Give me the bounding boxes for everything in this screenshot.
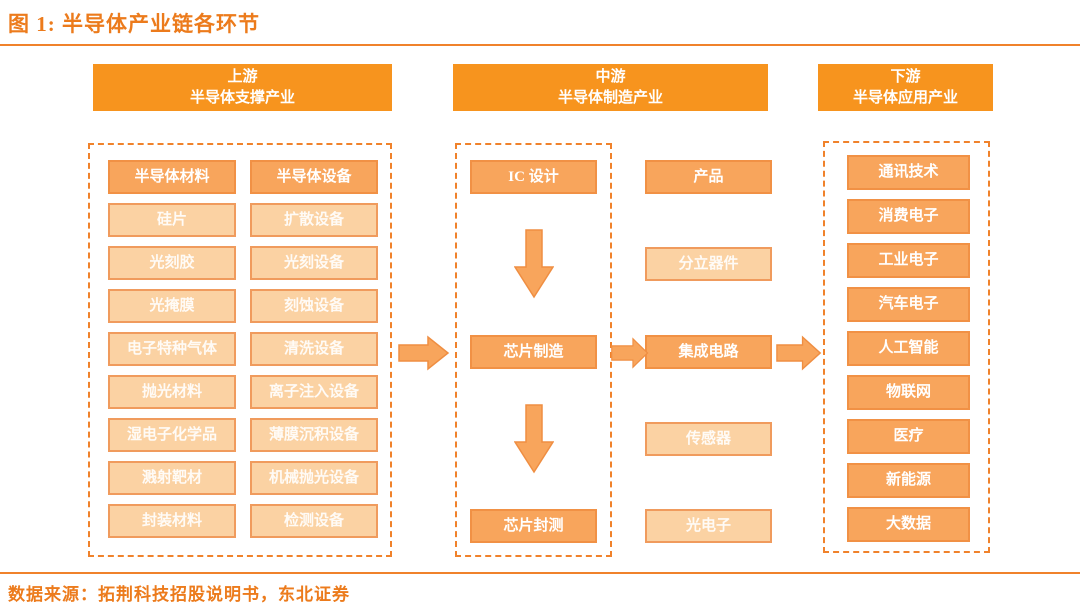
midstream-header: 中游 半导体制造产业: [453, 64, 768, 111]
equipment-box: 扩散设备: [250, 203, 378, 237]
upstream-group-border: [88, 143, 392, 557]
equipment-box: 机械抛光设备: [250, 461, 378, 495]
equipment-box: 半导体设备: [250, 160, 378, 194]
down-arrow-icon: [513, 404, 554, 474]
process-flow: IC 设计 芯片制造 芯片封测: [470, 160, 597, 543]
process-box-chip-package-test: 芯片封测: [470, 509, 597, 543]
product-box: 分立器件: [645, 247, 772, 282]
upstream-header: 上游 半导体支撑产业: [93, 64, 392, 111]
midstream-header-line1: 中游: [595, 69, 626, 85]
application-box: 大数据: [847, 507, 970, 542]
application-box: 工业电子: [847, 243, 970, 278]
application-box: 汽车电子: [847, 287, 970, 322]
downstream-group-border: [823, 141, 990, 553]
equipment-box: 离子注入设备: [250, 375, 378, 409]
application-box: 人工智能: [847, 331, 970, 366]
products-list: 产品分立器件集成电路传感器光电子: [645, 160, 772, 543]
right-arrow-icon: [611, 337, 649, 369]
midstream-group-border: [455, 143, 612, 557]
equipment-box: 清洗设备: [250, 332, 378, 366]
product-box: 光电子: [645, 509, 772, 543]
downstream-header: 下游 半导体应用产业: [818, 64, 993, 111]
title-divider: [0, 44, 1080, 46]
application-box: 新能源: [847, 463, 970, 498]
source-divider: [0, 572, 1080, 574]
equipment-box: 薄膜沉积设备: [250, 418, 378, 452]
down-arrow-icon: [513, 229, 554, 299]
application-box: 通讯技术: [847, 155, 970, 190]
upstream-header-line1: 上游: [227, 69, 258, 85]
material-box: 封装材料: [108, 504, 236, 538]
material-box: 电子特种气体: [108, 332, 236, 366]
material-box: 半导体材料: [108, 160, 236, 194]
material-box: 抛光材料: [108, 375, 236, 409]
equipment-box: 检测设备: [250, 504, 378, 538]
applications-list: 通讯技术消费电子工业电子汽车电子人工智能物联网医疗新能源大数据: [847, 155, 970, 542]
figure-title: 图 1: 半导体产业链各环节: [8, 12, 260, 36]
process-box-ic-design: IC 设计: [470, 160, 597, 194]
data-source: 数据来源：拓荆科技招股说明书，东北证券: [8, 585, 350, 604]
downstream-header-line2: 半导体应用产业: [852, 90, 958, 106]
downstream-header-line1: 下游: [890, 69, 921, 85]
equipment-list: 半导体设备扩散设备光刻设备刻蚀设备清洗设备离子注入设备薄膜沉积设备机械抛光设备检…: [250, 160, 378, 538]
material-box: 湿电子化学品: [108, 418, 236, 452]
material-box: 光刻胶: [108, 246, 236, 280]
right-arrow-icon: [776, 335, 822, 371]
material-box: 光掩膜: [108, 289, 236, 323]
materials-list: 半导体材料硅片光刻胶光掩膜电子特种气体抛光材料湿电子化学品溅射靶材封装材料: [108, 160, 236, 538]
product-box: 传感器: [645, 421, 772, 456]
upstream-header-line2: 半导体支撑产业: [189, 90, 295, 106]
application-box: 消费电子: [847, 199, 970, 234]
midstream-header-line2: 半导体制造产业: [557, 90, 663, 106]
application-box: 物联网: [847, 375, 970, 410]
equipment-box: 刻蚀设备: [250, 289, 378, 323]
material-box: 溅射靶材: [108, 461, 236, 495]
material-box: 硅片: [108, 203, 236, 237]
product-box: 产品: [645, 160, 772, 194]
right-arrow-icon: [398, 335, 450, 371]
product-box: 集成电路: [645, 334, 772, 369]
process-box-chip-fab: 芯片制造: [470, 334, 597, 369]
equipment-box: 光刻设备: [250, 246, 378, 280]
application-box: 医疗: [847, 419, 970, 454]
